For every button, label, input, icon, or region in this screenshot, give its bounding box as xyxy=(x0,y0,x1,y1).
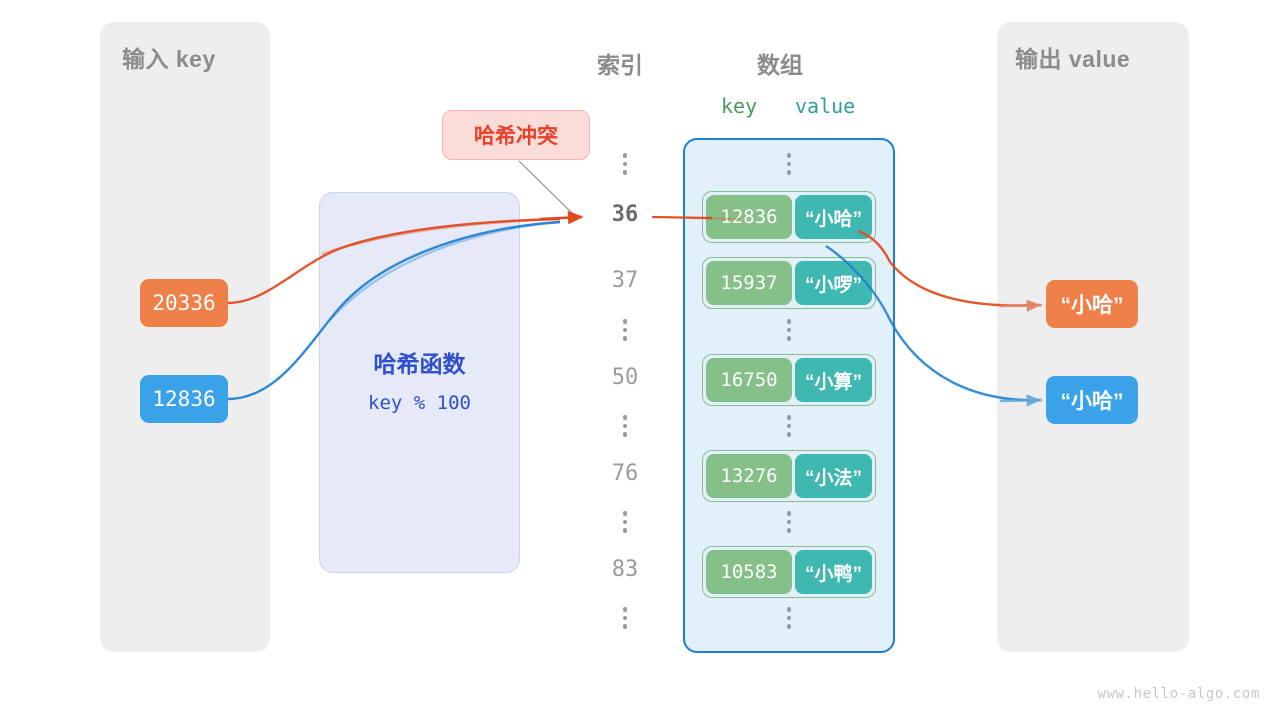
hash-function-title: 哈希函数 xyxy=(373,351,466,377)
index-label-83: 83 xyxy=(611,557,639,582)
index-column-heading: 索引 xyxy=(597,52,643,78)
index-label-36: 36 xyxy=(611,202,639,227)
input-panel-title: 输入 key xyxy=(122,46,216,72)
output-value-chip: “小哈” xyxy=(1046,376,1138,424)
value-subheading: value xyxy=(795,94,856,118)
entry-value-cell: “小哈” xyxy=(795,195,872,239)
entry-value-cell: “小算” xyxy=(795,358,872,402)
input-panel xyxy=(100,22,270,652)
key-subheading: key xyxy=(721,94,758,118)
index-ellipsis xyxy=(616,415,634,437)
array-ellipsis xyxy=(780,415,798,437)
output-panel xyxy=(997,22,1189,652)
input-key-chip: 12836 xyxy=(140,375,228,423)
index-ellipsis xyxy=(616,511,634,533)
entry-key-cell: 15937 xyxy=(706,261,792,305)
array-entry: 16750“小算” xyxy=(702,354,876,406)
entry-key-cell: 16750 xyxy=(706,358,792,402)
index-label-50: 50 xyxy=(611,365,639,390)
entry-value-cell: “小啰” xyxy=(795,261,872,305)
index-ellipsis xyxy=(616,607,634,629)
array-ellipsis xyxy=(780,607,798,629)
array-entry: 12836“小哈” xyxy=(702,191,876,243)
entry-key-cell: 12836 xyxy=(706,195,792,239)
array-entry: 10583“小鸭” xyxy=(702,546,876,598)
index-ellipsis xyxy=(616,153,634,175)
output-panel-title: 输出 value xyxy=(1015,46,1131,72)
array-ellipsis xyxy=(780,511,798,533)
entry-value-cell: “小鸭” xyxy=(795,550,872,594)
arrow-into-index-36 xyxy=(539,210,584,225)
hash-collision-badge: 哈希冲突 xyxy=(442,110,590,160)
array-entry: 15937“小啰” xyxy=(702,257,876,309)
array-column-heading: 数组 xyxy=(757,52,803,78)
watermark: www.hello-algo.com xyxy=(1097,686,1260,702)
array-ellipsis xyxy=(780,319,798,341)
index-label-37: 37 xyxy=(611,268,639,293)
index-label-76: 76 xyxy=(611,461,639,486)
output-value-chip: “小哈” xyxy=(1046,280,1138,328)
entry-value-cell: “小法” xyxy=(795,454,872,498)
entry-key-cell: 10583 xyxy=(706,550,792,594)
input-key-chip: 20336 xyxy=(140,279,228,327)
hash-function-expression: key % 100 xyxy=(368,392,471,414)
array-entry: 13276“小法” xyxy=(702,450,876,502)
hash-function-box xyxy=(319,192,520,573)
collision-leader-line xyxy=(518,160,574,215)
index-ellipsis xyxy=(616,319,634,341)
entry-key-cell: 13276 xyxy=(706,454,792,498)
array-ellipsis xyxy=(780,153,798,175)
